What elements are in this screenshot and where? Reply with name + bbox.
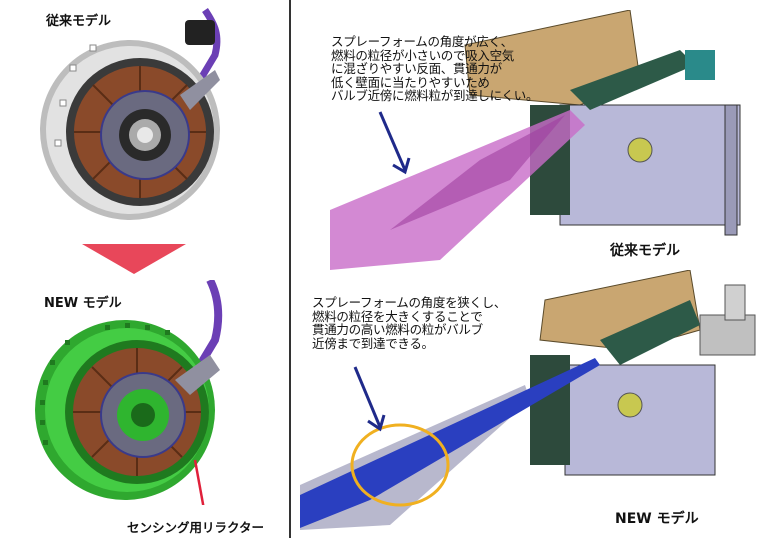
- new-stator-illustration: [35, 280, 223, 505]
- transition-arrow-icon: [82, 244, 186, 274]
- old-spray-note: スプレーフォームの角度が広く、 燃料の粒径が小さいので吸入空気 に混ざりやすい反…: [331, 34, 539, 103]
- new-throttle-body-illustration: [300, 270, 756, 530]
- reluctor-label: センシング用リラクター: [127, 520, 265, 535]
- old-model-caption: 従来モデル: [610, 243, 680, 259]
- old-pointer-arrow-icon: [378, 111, 411, 175]
- new-pointer-arrow-icon: [353, 366, 386, 432]
- new-model-label: NEW モデル: [44, 296, 122, 311]
- old-throttle-body-illustration: [330, 10, 741, 270]
- new-model-caption: NEW モデル: [615, 511, 699, 527]
- panel-divider: [289, 0, 291, 538]
- old-stator-illustration: [40, 8, 221, 220]
- old-model-label: 従来モデル: [46, 14, 112, 29]
- new-spray-note: スプレーフォームの角度を狭くし、 燃料の粒径を大きくすることで 貫通力の高い燃料…: [312, 295, 507, 351]
